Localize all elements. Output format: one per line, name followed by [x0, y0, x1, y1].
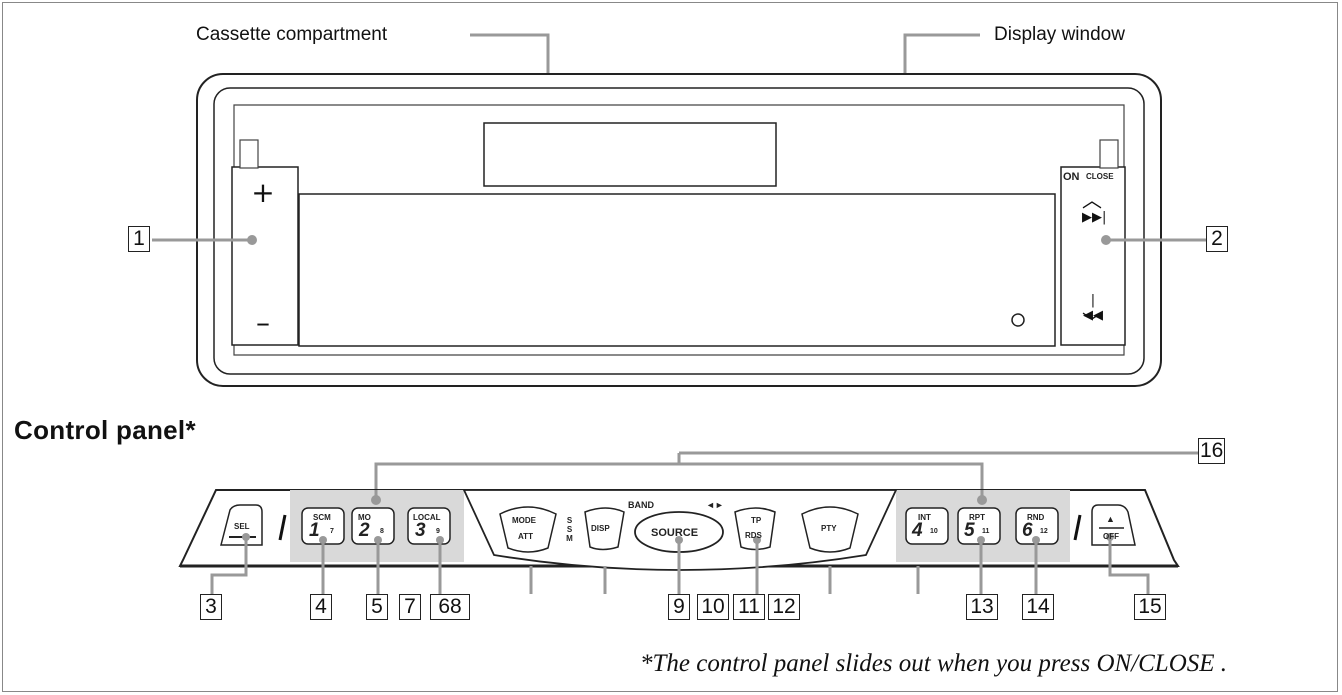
callout-1: 1	[128, 226, 150, 252]
skip-previous-icon: |◀◀	[1083, 293, 1103, 323]
off-label: OFF	[1103, 532, 1119, 541]
callout-1-dot	[247, 235, 257, 245]
chevron-up-icon: ︿	[1082, 188, 1102, 212]
eject-off-button	[1091, 504, 1136, 546]
pty-button	[801, 506, 859, 553]
footnote: *The control panel slides out when you p…	[640, 650, 1228, 677]
preset-1-num: 1	[309, 520, 320, 541]
callout-11: 11	[733, 594, 765, 620]
source-label: SOURCE	[651, 527, 699, 539]
chevron-down-icon: ﹀	[1082, 310, 1102, 334]
volume-plus-label: +	[251, 176, 275, 209]
disp-label: DISP	[591, 524, 610, 533]
callout-3: 3	[200, 594, 222, 620]
preset-3-button	[407, 507, 451, 545]
mode-att-button	[499, 506, 557, 553]
callout-16: 16	[1198, 438, 1226, 464]
ssm-label: SSM	[566, 516, 573, 543]
preset-6-num: 6	[1022, 520, 1033, 541]
volume-minus-label: –	[256, 306, 270, 339]
callout-68: 68	[430, 594, 470, 620]
band-label: BAND	[628, 500, 654, 510]
tp-rds-button	[734, 507, 776, 551]
right-tab	[1099, 139, 1119, 169]
callout-2-dot	[1101, 235, 1111, 245]
callout-15: 15	[1134, 594, 1166, 620]
att-label: ATT	[518, 532, 533, 541]
rds-label: RDS	[745, 531, 762, 540]
volume-rocker	[231, 166, 299, 346]
preset-5-num: 5	[964, 520, 975, 541]
callout-3-line	[210, 537, 248, 594]
control-panel-heading: Control panel*	[14, 415, 196, 445]
preset-5-top: RPT	[969, 513, 985, 522]
cassette-slot	[483, 122, 777, 187]
preset-5-sub: 11	[982, 528, 990, 535]
pty-label: PTY	[821, 524, 837, 533]
cassette-compartment-label: Cassette compartment	[196, 24, 388, 45]
slit-right	[1073, 514, 1082, 541]
callout-10: 10	[697, 594, 729, 620]
on-close-rocker	[1060, 166, 1126, 346]
tp-label: TP	[751, 516, 762, 525]
callout-5: 5	[366, 594, 388, 620]
slit-left	[278, 514, 287, 541]
eject-icon: ▲	[1106, 514, 1115, 524]
mode-label: MODE	[512, 516, 536, 525]
band-arrows: ◄►	[706, 500, 724, 510]
callout-2: 2	[1206, 226, 1228, 252]
display-window-label: Display window	[994, 24, 1125, 45]
display-window-rect	[298, 193, 1056, 347]
preset-4-button	[905, 507, 949, 545]
preset-2-sub: 8	[380, 528, 384, 535]
preset-1-top: SCM	[313, 513, 331, 522]
close-label: CLOSE	[1086, 172, 1114, 181]
callout-7: 7	[399, 594, 421, 620]
preset-5-button	[957, 507, 1001, 545]
preset-3-num: 3	[415, 520, 426, 541]
on-label: ON	[1063, 171, 1080, 183]
callout-9: 9	[668, 594, 690, 620]
preset-2-top: MO	[358, 513, 371, 522]
skip-next-icon: ▶▶|	[1082, 210, 1107, 225]
sel-button	[220, 504, 263, 546]
disp-button	[584, 507, 625, 551]
callout-12: 12	[768, 594, 800, 620]
preset-6-sub: 12	[1040, 528, 1048, 535]
callout-14: 14	[1022, 594, 1054, 620]
sel-label: SEL	[234, 522, 250, 531]
preset-2-num: 2	[359, 520, 370, 541]
callout-15-line	[1108, 537, 1150, 594]
preset-4-num: 4	[912, 520, 923, 541]
preset-1-sub: 7	[330, 528, 334, 535]
callout-13: 13	[966, 594, 998, 620]
preset-3-top: LOCAL	[413, 513, 441, 522]
callout-4: 4	[310, 594, 332, 620]
preset-4-sub: 10	[930, 528, 938, 535]
reset-hole	[1011, 313, 1025, 327]
preset-6-top: RND	[1027, 513, 1045, 522]
preset-2-button	[351, 507, 395, 545]
preset-3-sub: 9	[436, 528, 440, 535]
left-tab	[239, 139, 259, 169]
preset-4-top: INT	[918, 513, 931, 522]
